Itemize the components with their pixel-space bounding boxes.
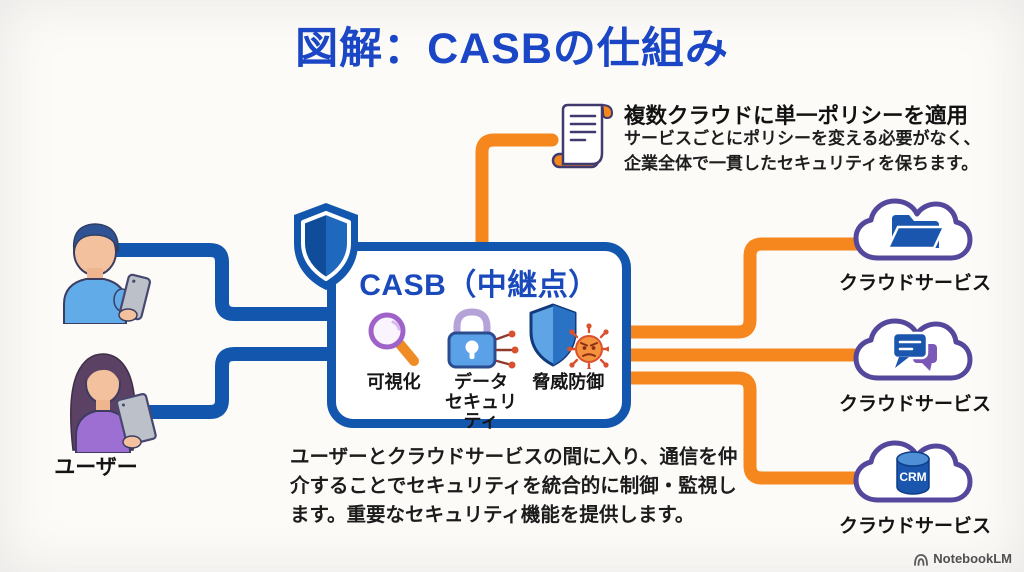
- feature-visibility: 可視化: [350, 307, 437, 432]
- watermark: NotebookLM: [913, 551, 1012, 566]
- casb-box-title: CASB（中継点）: [359, 269, 599, 302]
- policy-scroll-icon: [551, 103, 614, 169]
- feature-data-security: データ セキュリティ: [437, 307, 524, 432]
- casb-features: 可視化: [336, 303, 622, 432]
- policy-note-body-line1: サービスごとにポリシーを変える必要がなく、: [624, 129, 981, 148]
- shield-icon: [294, 203, 358, 290]
- feature-visibility-label: 可視化: [366, 372, 421, 392]
- users-label: ユーザー: [54, 456, 138, 479]
- casb-box: CASB（中継点） 可視化: [327, 242, 631, 431]
- watermark-text: NotebookLM: [933, 551, 1012, 566]
- policy-note-body-line2: 企業全体で一貫したセキュリティを保ちます。: [624, 153, 979, 173]
- cloud2-label: クラウドサービス: [838, 394, 991, 415]
- connector-user2-to-casb: [125, 347, 339, 419]
- magnifier-icon: [368, 312, 419, 366]
- feature-threat-defense: 脅威防御: [525, 303, 612, 432]
- cloud-chat-icon: [853, 318, 973, 381]
- cloud-crm-database-icon: CRM: [853, 440, 973, 503]
- cloud3-label: クラウドサービス: [838, 516, 991, 537]
- connector-casb-to-cloud1: [619, 237, 865, 339]
- casb-description-line3: ます。重要なセキュリティ機能を提供します。: [290, 504, 695, 526]
- lock-circuit-icon: [447, 308, 519, 369]
- page-title: 図解：CASBの仕組み: [295, 25, 729, 73]
- man-with-phone-illustration: [63, 223, 152, 324]
- connector-casb-to-policy: [475, 133, 559, 255]
- casb-description-line2: 介することでセキュリティを統合的に制御・監視し: [290, 475, 737, 497]
- cloud-folder-icon: [853, 198, 973, 261]
- notebooklm-logo-icon: [914, 553, 929, 566]
- casb-description: ユーザーとクラウドサービスの間に入り、通信を仲 介することでセキュリティを統合的…: [290, 443, 737, 530]
- cloud1-label: クラウドサービス: [838, 273, 991, 294]
- threat-shield-virus-icon: [529, 303, 610, 369]
- connector-user1-to-casb: [93, 243, 339, 321]
- woman-with-tablet-illustration: [70, 353, 157, 453]
- connector-casb-to-cloud3: [619, 371, 865, 485]
- crm-badge: CRM: [899, 470, 926, 484]
- policy-note-body: サービスごとにポリシーを変える必要がなく、 企業全体で一貫したセキュリティを保ち…: [624, 127, 981, 176]
- policy-note-heading: 複数クラウドに単一ポリシーを適用: [624, 104, 969, 128]
- feature-threat-defense-label: 脅威防御: [532, 372, 605, 392]
- casb-description-line1: ユーザーとクラウドサービスの間に入り、通信を仲: [290, 446, 738, 468]
- feature-data-security-label: データ セキュリティ: [444, 372, 517, 431]
